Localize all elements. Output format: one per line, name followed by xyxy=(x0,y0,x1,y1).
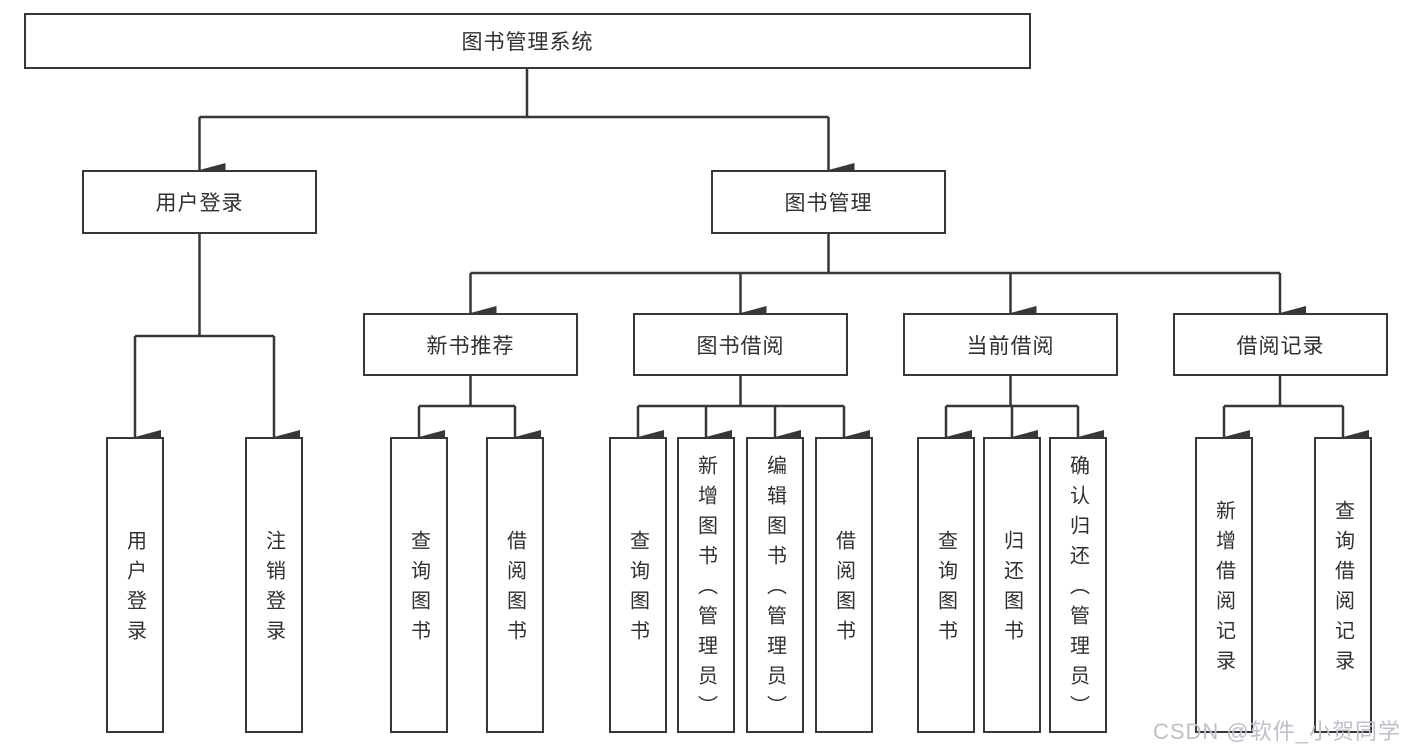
leaf-edit-books-admin: 编辑图书（管理员） xyxy=(746,437,804,733)
leaf-query-borrow-record: 查询借阅记录 xyxy=(1314,437,1372,733)
leaf-label: 查询图书 xyxy=(407,530,430,650)
node-user-login: 用户登录 xyxy=(82,170,317,234)
leaf-label: 新增图书（管理员） xyxy=(694,455,717,725)
leaf-label: 归还图书 xyxy=(1000,530,1023,650)
leaf-label: 确认归还（管理员） xyxy=(1066,455,1089,725)
leaf-label: 查询图书 xyxy=(626,530,649,650)
leaf-label: 注销登录 xyxy=(262,530,285,650)
watermark-text: CSDN @软件_小贺同学 xyxy=(1152,719,1401,744)
node-borrowing-records: 借阅记录 xyxy=(1173,313,1388,376)
node-book-borrowing: 图书借阅 xyxy=(633,313,848,376)
leaf-user-login: 用户登录 xyxy=(106,437,164,733)
leaf-label: 借阅图书 xyxy=(832,530,855,650)
leaf-logout: 注销登录 xyxy=(245,437,303,733)
leaf-confirm-return-admin: 确认归还（管理员） xyxy=(1049,437,1107,733)
leaf-query-books-borrowing: 查询图书 xyxy=(609,437,667,733)
leaf-label: 查询借阅记录 xyxy=(1331,500,1354,680)
leaf-label: 查询图书 xyxy=(934,530,957,650)
node-book-management: 图书管理 xyxy=(711,170,946,234)
leaf-return-books: 归还图书 xyxy=(983,437,1041,733)
leaf-add-borrow-record: 新增借阅记录 xyxy=(1195,437,1253,733)
leaf-query-books-current: 查询图书 xyxy=(917,437,975,733)
leaf-label: 编辑图书（管理员） xyxy=(763,455,786,725)
node-new-book-recommendation: 新书推荐 xyxy=(363,313,578,376)
leaf-label: 用户登录 xyxy=(123,530,146,650)
node-current-borrowing: 当前借阅 xyxy=(903,313,1118,376)
leaf-query-books-recommend: 查询图书 xyxy=(390,437,448,733)
leaf-add-books-admin: 新增图书（管理员） xyxy=(677,437,735,733)
leaf-borrow-books-borrowing: 借阅图书 xyxy=(815,437,873,733)
leaf-label: 新增借阅记录 xyxy=(1212,500,1235,680)
node-library-management-system: 图书管理系统 xyxy=(24,13,1031,69)
leaf-label: 借阅图书 xyxy=(503,530,526,650)
leaf-borrow-books-recommend: 借阅图书 xyxy=(486,437,544,733)
